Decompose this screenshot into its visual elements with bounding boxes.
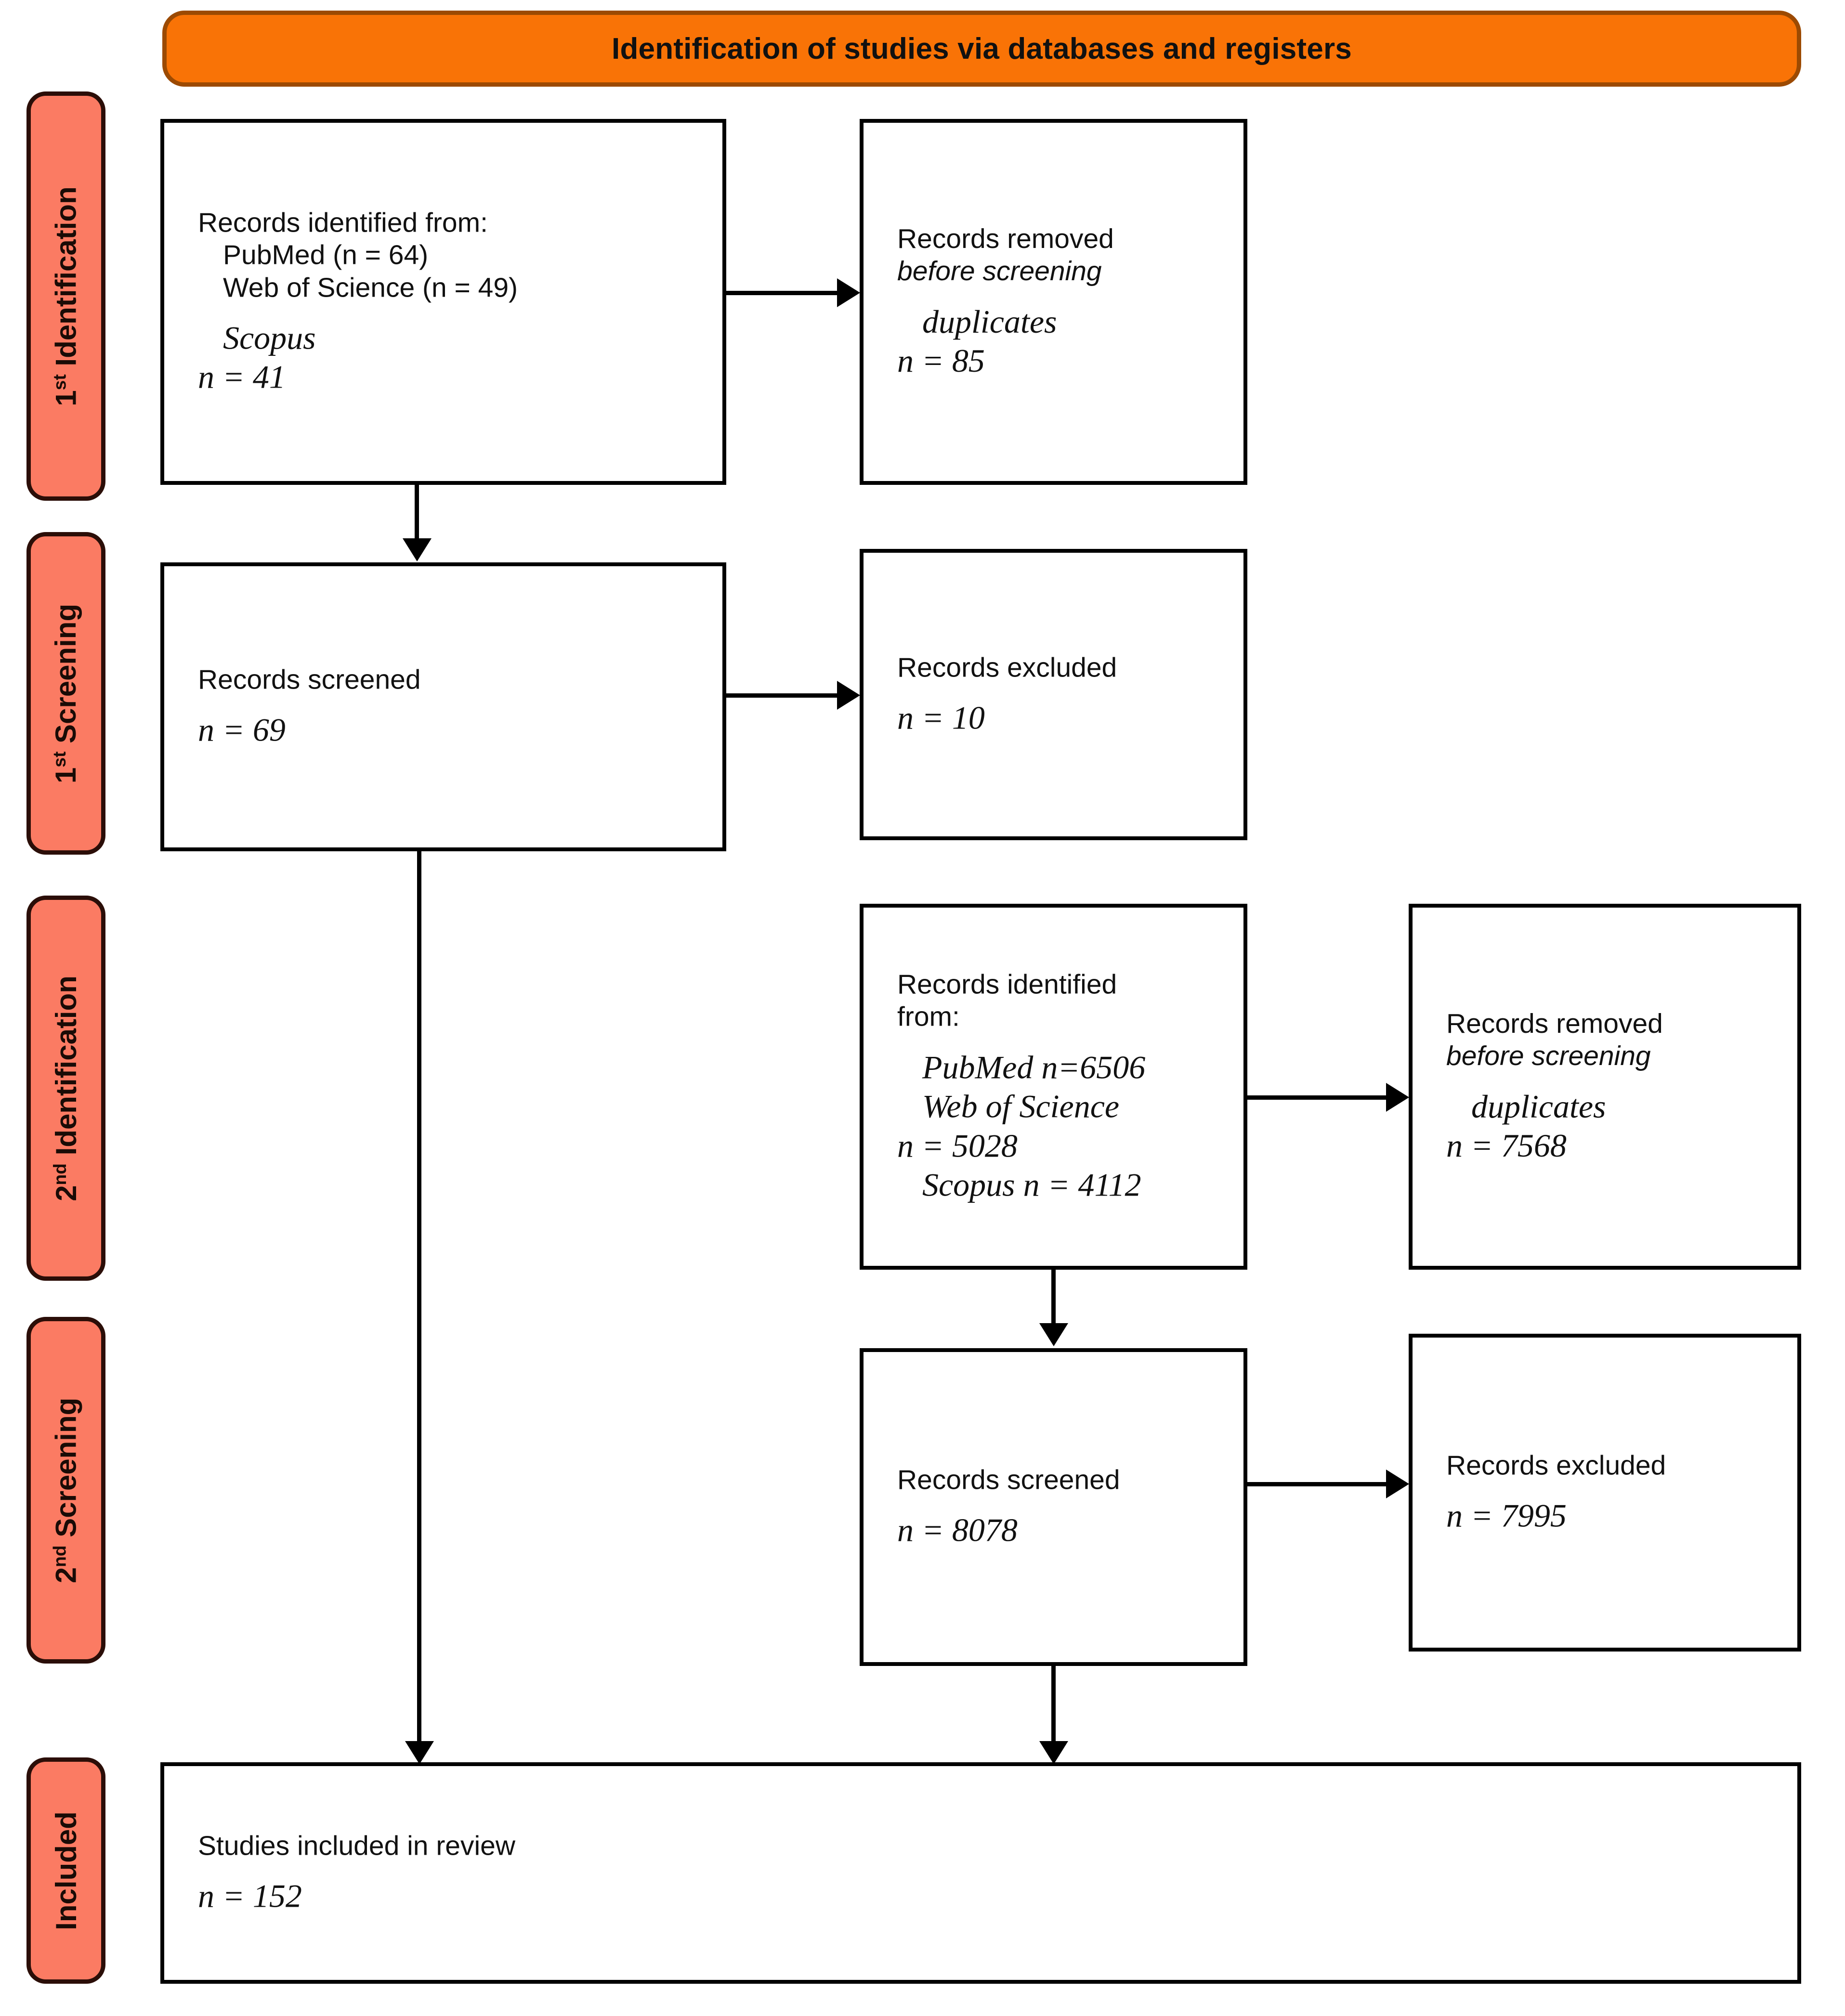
arrowhead-right [1386, 1470, 1409, 1498]
connector-screened1-to-excluded1 [726, 693, 837, 698]
stage-tab-screening-1: 1st Screening [26, 532, 105, 855]
stage-tab-label: 1st Identification [49, 186, 82, 406]
box-text-line: Web of Science (n = 49) [223, 272, 518, 303]
box-text-line: PubMed (n = 64) [223, 239, 429, 271]
box-text-line: Records screened [897, 1464, 1120, 1496]
box-content: Records excluded n = 7995 [1446, 1450, 1786, 1536]
stage-tab-included: Included [26, 1757, 105, 1984]
box-content: Studies included in review n = 152 [198, 1830, 1786, 1916]
line-gap [198, 696, 711, 711]
box-text-line: Scopus n = 4112 [922, 1166, 1141, 1203]
box-text-line: duplicates [1471, 1088, 1606, 1125]
box-text-line: n = 5028 [897, 1127, 1018, 1164]
box-records-excluded-1: Records excluded n = 10 [860, 549, 1247, 840]
stage-tab-label: Included [50, 1811, 82, 1930]
box-records-screened-1: Records screened n = 69 [160, 562, 726, 851]
box-studies-included: Studies included in review n = 152 [160, 1762, 1801, 1984]
box-text-line: duplicates [922, 303, 1057, 340]
arrowhead-down [1039, 1741, 1068, 1764]
box-content: Records identified from:PubMed (n = 64)W… [198, 207, 711, 397]
box-records-screened-2: Records screened n = 8078 [860, 1348, 1247, 1666]
box-text-line: Web of Science [922, 1088, 1120, 1125]
connector-identified1-to-removed1 [726, 291, 837, 295]
connector-screened2-to-included [1051, 1666, 1056, 1743]
arrowhead-down [1039, 1323, 1068, 1346]
box-text-line: before screening [897, 256, 1102, 287]
box-text-line: Records screened [198, 664, 421, 695]
line-gap [1446, 1482, 1786, 1496]
stage-tab-screening-2: 2nd Screening [26, 1317, 105, 1664]
box-text-line: Records removed [1446, 1008, 1663, 1040]
line-gap [897, 288, 1232, 302]
box-text-line: n = 10 [897, 699, 985, 736]
box-text-line: Scopus [223, 319, 316, 356]
box-text-line: Records identified [897, 969, 1117, 1000]
line-gap [897, 1033, 1232, 1048]
box-text-line: n = 69 [198, 711, 286, 748]
arrowhead-right [837, 278, 860, 307]
arrowhead-right [837, 681, 860, 710]
box-text-line: n = 85 [897, 342, 985, 379]
box-content: Records screened n = 8078 [897, 1464, 1232, 1550]
arrowhead-right [1386, 1083, 1409, 1112]
arrowhead-down [405, 1741, 434, 1764]
connector-identified2-to-removed2 [1247, 1095, 1386, 1100]
line-gap [1446, 1073, 1786, 1087]
box-records-excluded-2: Records excluded n = 7995 [1409, 1334, 1801, 1652]
connector-identified1-to-screened1 [415, 485, 419, 542]
box-text-line: from: [897, 1001, 960, 1032]
stage-tab-identification-1: 1st Identification [26, 91, 105, 501]
arrowhead-down [403, 538, 432, 561]
connector-screened2-to-excluded2 [1247, 1482, 1386, 1486]
stage-tab-label: 1st Screening [49, 603, 82, 783]
box-text-line: n = 7995 [1446, 1497, 1567, 1534]
box-content: Records screened n = 69 [198, 664, 711, 750]
stage-tab-identification-2: 2nd Identification [26, 896, 105, 1281]
banner-title: Identification of studies via databases … [612, 32, 1352, 65]
box-text-line: n = 152 [198, 1877, 302, 1914]
connector-identified2-to-screened2 [1051, 1270, 1056, 1327]
box-text-line: Records identified from: [198, 207, 488, 238]
box-records-identified-1: Records identified from:PubMed (n = 64)W… [160, 119, 726, 485]
box-text-line: PubMed n=6506 [922, 1049, 1146, 1086]
line-gap [897, 684, 1232, 698]
box-text-line: n = 41 [198, 358, 286, 395]
diagram-header-banner: Identification of studies via databases … [162, 11, 1801, 87]
line-gap [897, 1496, 1232, 1511]
box-content: Records excluded n = 10 [897, 651, 1232, 738]
line-gap [198, 1862, 1786, 1877]
box-text-line: Records excluded [897, 652, 1117, 683]
box-text-line: n = 8078 [897, 1511, 1018, 1548]
box-text-line: before screening [1446, 1041, 1651, 1072]
box-text-line: Records removed [897, 223, 1114, 255]
stage-tab-label: 2nd Screening [49, 1397, 82, 1583]
box-text-line: n = 7568 [1446, 1127, 1567, 1164]
stage-tab-label: 2nd Identification [49, 975, 82, 1201]
connector-screened1-to-included [417, 851, 421, 1744]
line-gap [198, 304, 711, 318]
box-text-line: Records excluded [1446, 1450, 1666, 1481]
box-text-line: Studies included in review [198, 1830, 516, 1861]
